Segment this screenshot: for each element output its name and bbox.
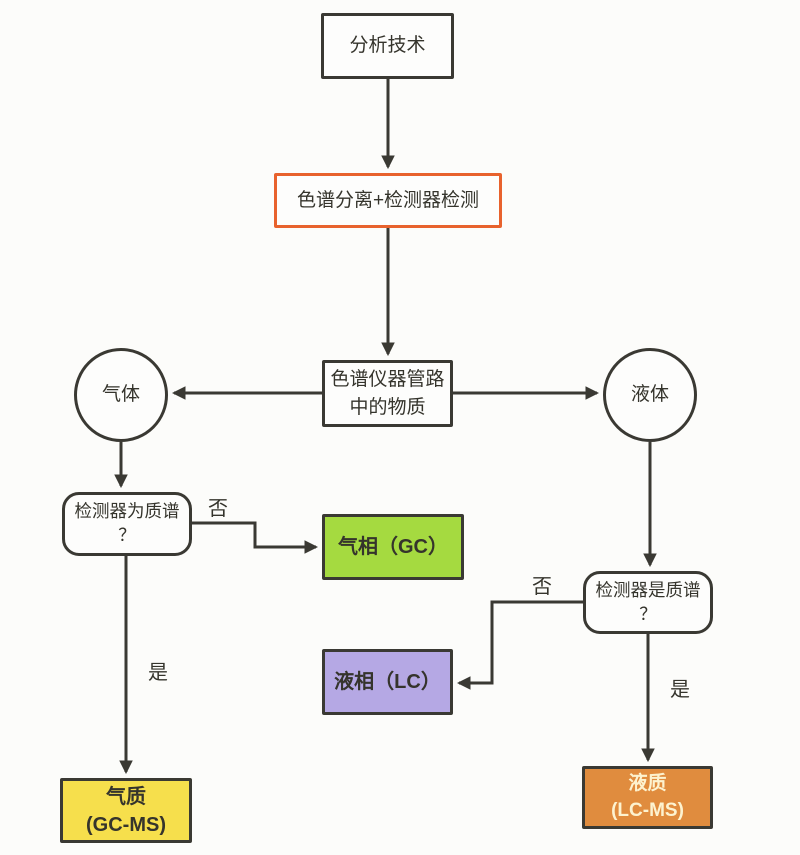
node-substance-label-line2: 中的物质 <box>349 396 426 418</box>
node-chromatography-separation-detection: 色谱分离+检测器检测 <box>274 173 502 228</box>
edge-gasq-no-to-gc <box>192 521 319 554</box>
node-analysis-technique-label: 分析技术 <box>349 35 426 57</box>
node-gas-label: 气体 <box>101 384 140 406</box>
node-analysis-technique: 分析技术 <box>321 13 454 79</box>
node-liquid-detector-question: 检测器是质谱 ？ <box>583 571 713 634</box>
node-substance-label-line1: 色谱仪器管路 <box>330 368 445 390</box>
node-gcms-label-line1: 气质 <box>106 785 146 808</box>
node-lcms-result: 液质 (LC-MS) <box>582 766 713 829</box>
node-separation-label: 色谱分离+检测器检测 <box>296 189 480 211</box>
edge-label-gas-no: 否 <box>208 498 228 520</box>
node-lc-label: 液相（LC） <box>334 670 441 693</box>
node-lcms-label-line1: 液质 <box>628 772 667 794</box>
node-gc-label: 气相（GC） <box>338 535 448 558</box>
edge-liquidq-no-to-lc <box>456 600 583 690</box>
node-gc-result: 气相（GC） <box>322 514 464 580</box>
node-gcms-result: 气质 (GC-MS) <box>60 778 192 843</box>
node-liquidq-label-line1: 检测器是质谱 <box>595 579 701 600</box>
node-liquid-label: 液体 <box>630 384 669 406</box>
node-gas-circle: 气体 <box>74 348 168 442</box>
edge-label-gas-yes: 是 <box>148 662 168 684</box>
node-liquidq-label-line2: ？ <box>639 603 657 624</box>
edge-label-liquid-yes: 是 <box>670 679 690 701</box>
node-substance-in-pipeline: 色谱仪器管路 中的物质 <box>322 360 453 427</box>
node-liquid-circle: 液体 <box>603 348 697 442</box>
node-gasq-label-line1: 检测器为质谱 <box>74 501 180 522</box>
node-gcms-label-line2: (GC-MS) <box>86 813 166 836</box>
edge-label-liquid-no: 否 <box>532 576 552 598</box>
node-gas-detector-question: 检测器为质谱 ？ <box>62 492 192 556</box>
node-lc-result: 液相（LC） <box>322 649 453 715</box>
node-gasq-label-line2: ？ <box>118 525 136 545</box>
node-lcms-label-line2: (LC-MS) <box>611 799 684 821</box>
